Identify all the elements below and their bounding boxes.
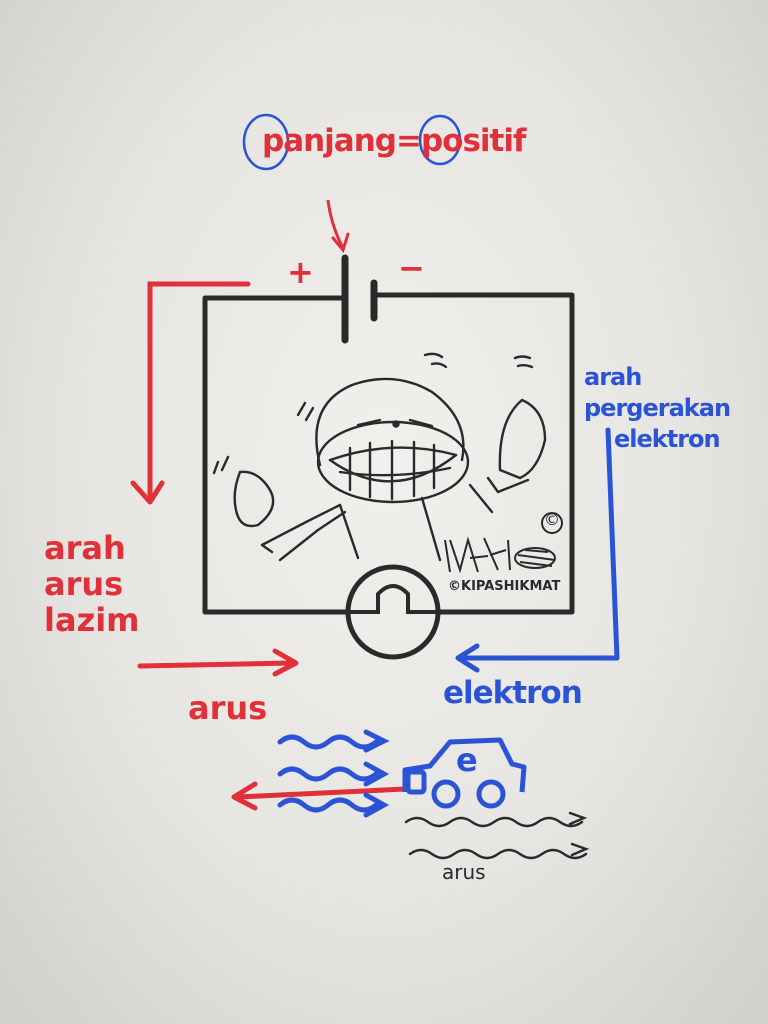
black-wave-arrows: [404, 811, 590, 860]
conventional-line-3: lazim: [44, 601, 140, 639]
battery-label: panjang=positif: [262, 123, 526, 159]
battery-label-right: positif: [420, 123, 526, 159]
car-letter-e: e: [456, 741, 478, 779]
electron-flow-label: arah pergerakan elektron: [584, 362, 731, 455]
signature-scribble: [444, 512, 563, 574]
highlight-circle-left: [242, 113, 290, 171]
conventional-current-label: arah arus lazim: [44, 530, 140, 638]
battery-label-left: panjang: [262, 123, 397, 159]
arus-label-black: arus: [442, 860, 486, 884]
battery-label-equals: =: [395, 123, 422, 159]
bulb-icon: [345, 564, 441, 660]
plus-terminal-label: +: [287, 253, 314, 291]
electron-line-1: arah: [584, 363, 642, 391]
blue-wave-arrows: [277, 729, 390, 818]
electron-line-2: pergerakan: [584, 394, 731, 422]
current-arrow-right: [137, 660, 295, 669]
label-pointer-arrow: [326, 199, 345, 249]
electron-line-3: elektron: [614, 425, 721, 453]
conventional-current-arrow: [147, 281, 251, 501]
circuit-wire: [202, 292, 575, 615]
electron-flow-arrow: [459, 427, 620, 661]
electron-car-icon: [402, 737, 527, 809]
signature-handle: ©KIPASHIKMAT: [448, 579, 561, 594]
minus-terminal-label: −: [398, 249, 425, 287]
conventional-line-1: arah: [44, 529, 126, 567]
elektron-label: elektron: [443, 675, 583, 711]
arus-label-red: arus: [188, 689, 268, 727]
cartoon-character: [212, 352, 547, 562]
current-arrow-left: [235, 786, 408, 800]
signature-copyright: ©: [544, 510, 560, 529]
highlight-circle-right: [418, 114, 462, 166]
conventional-line-2: arus: [44, 565, 124, 603]
